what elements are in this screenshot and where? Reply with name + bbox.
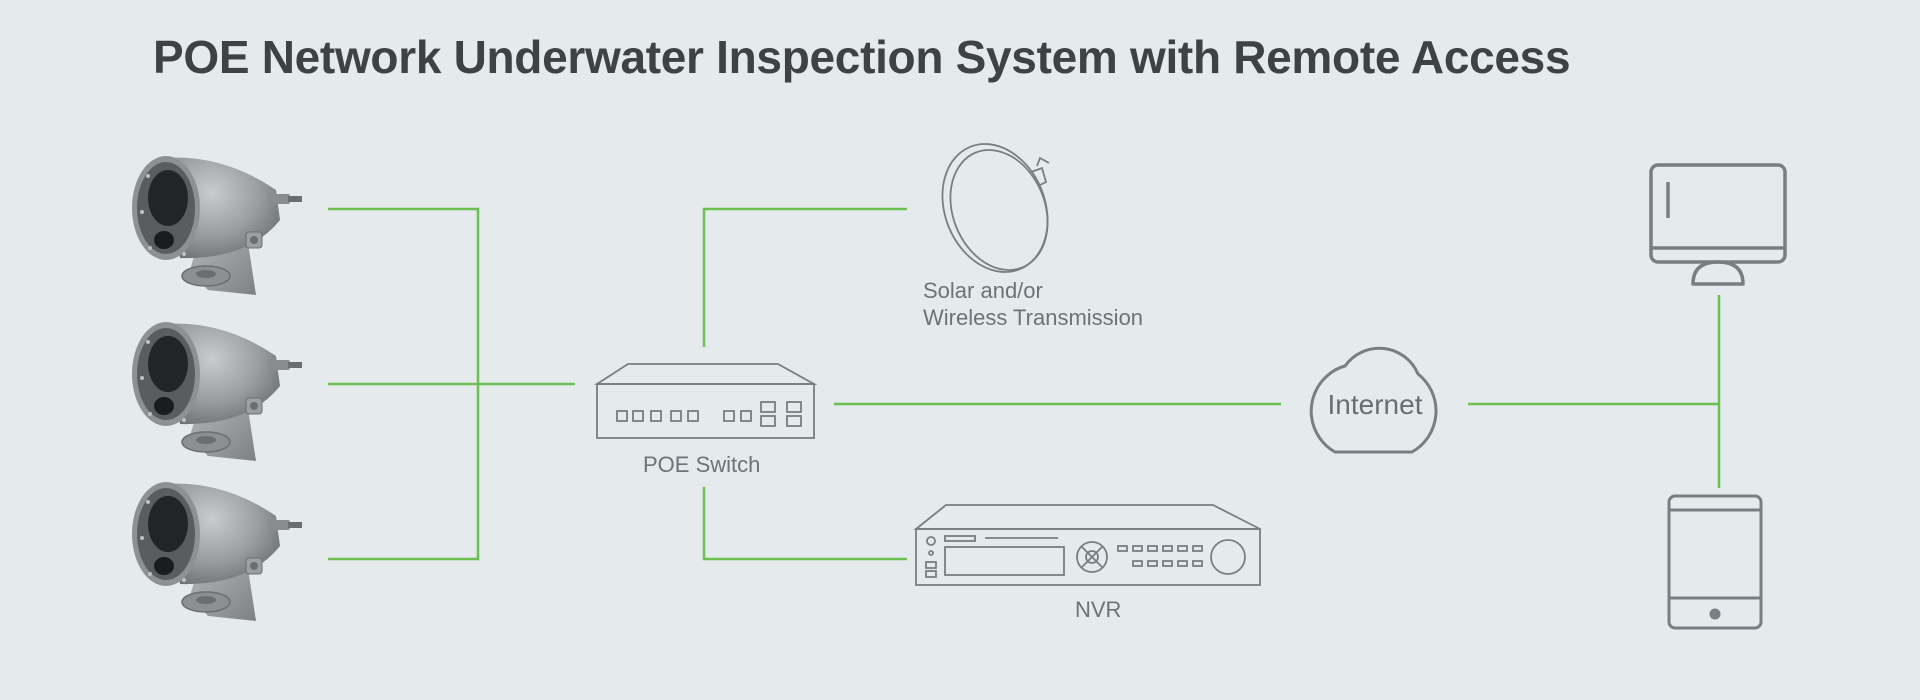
solar-label-line2: Wireless Transmission xyxy=(923,305,1144,330)
poe-switch-label: POE Switch xyxy=(643,452,761,477)
page-title: POE Network Underwater Inspection System… xyxy=(153,31,1571,83)
monitor-icon xyxy=(1649,163,1787,286)
cloud-icon xyxy=(1309,346,1438,454)
nvr-label: NVR xyxy=(1075,597,1122,622)
camera-2 xyxy=(131,321,303,462)
satellite-dish-icon xyxy=(941,143,1050,273)
solar-wireless-label: Solar and/or Wireless Transmission xyxy=(923,277,1143,331)
connector-lines xyxy=(328,207,1721,561)
camera-3 xyxy=(131,481,303,622)
tablet-icon xyxy=(1667,494,1763,630)
camera-1 xyxy=(131,155,303,296)
network-switch-icon xyxy=(593,363,818,439)
solar-label-line1: Solar and/or xyxy=(923,278,1043,303)
internet-label: Internet xyxy=(1327,389,1423,420)
nvr-recorder-icon xyxy=(913,504,1261,586)
